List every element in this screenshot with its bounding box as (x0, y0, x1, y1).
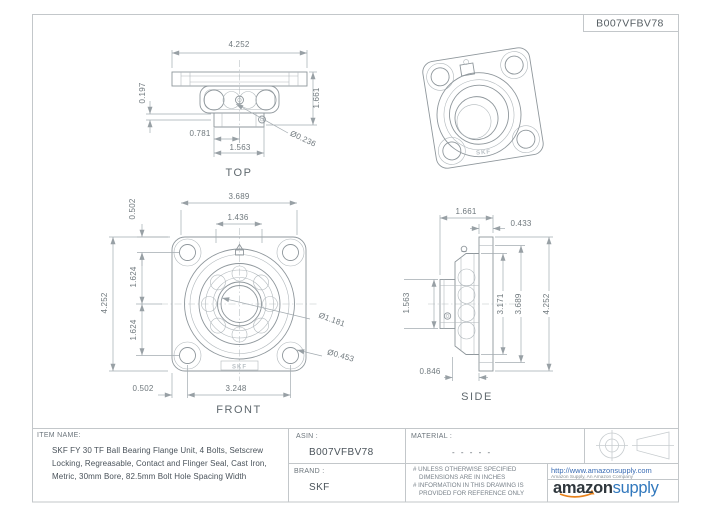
dim-side-plate: 0.433 (510, 219, 531, 228)
iso-brand-mark: SKF (476, 149, 491, 156)
title-block-grid (32, 428, 679, 502)
dim-side-collar: 1.563 (402, 292, 411, 313)
brand-label: BRAND : (294, 468, 325, 475)
side-view: 1.661 0.433 1.563 3.171 3.689 4.252 (402, 207, 553, 403)
top-dimensions: 4.252 1.661 0.197 0.781 1.563 Ø0.236 (138, 40, 321, 157)
brand-value: SKF (309, 482, 330, 493)
top-view: 4.252 1.661 0.197 0.781 1.563 Ø0.236 TOP (138, 40, 321, 179)
dim-front-body-width: 3.689 (228, 192, 249, 201)
note-dimensions: # UNLESS OTHERWISE SPECIFIED DIMENSIONS … (413, 466, 517, 481)
dim-front-bolt-lower: 1.624 (129, 319, 138, 340)
logo-supply-text: supply (612, 479, 659, 497)
dim-top-height: 1.661 (312, 87, 321, 108)
material-value: - - - - - (452, 448, 493, 457)
dim-side-housing: 3.171 (496, 293, 505, 314)
dim-front-corner-bottom: 0.502 (132, 384, 153, 393)
asin-label: ASIN : (296, 433, 319, 440)
amazon-smile-icon (559, 489, 595, 498)
top-view-label: TOP (226, 167, 253, 179)
amazonsupply-url[interactable]: http://www.amazonsupply.com (551, 466, 652, 475)
dim-top-collar-width: 1.563 (229, 143, 250, 152)
dim-top-width: 4.252 (228, 40, 249, 49)
dim-front-bore-dia: Ø1.181 (317, 311, 346, 329)
asin-value: B007VFBV78 (309, 447, 374, 458)
dim-front-hole-dia: Ø0.453 (326, 347, 355, 363)
front-dimensions: 3.689 1.436 0.502 1.624 1.624 4.252 0.50 (100, 192, 355, 398)
dim-side-body: 3.689 (514, 293, 523, 314)
front-view-label: FRONT (216, 404, 261, 416)
dim-front-boss-width: 1.436 (227, 213, 248, 222)
page-border (32, 14, 679, 503)
part-number-box: B007VFBV78 (583, 14, 679, 32)
dim-side-depth: 1.661 (455, 207, 476, 216)
dim-side-overall: 4.252 (542, 293, 551, 314)
front-brand-mark: SKF (232, 365, 247, 371)
dim-front-bolt-upper: 1.624 (129, 266, 138, 287)
dim-top-center-offset: 0.781 (189, 129, 210, 138)
dim-front-bolt-spacing: 3.248 (225, 384, 246, 393)
note-reference: # INFORMATION IN THIS DRAWING IS PROVIDE… (413, 482, 525, 497)
amazon-company-caption: Amazon Supply, An Amazon Company (551, 474, 634, 480)
dim-side-protrusion: 0.846 (419, 367, 440, 376)
side-view-label: SIDE (461, 391, 493, 403)
item-name-label: ITEM NAME: (37, 432, 81, 439)
isometric-view: SKF (422, 47, 544, 169)
dim-top-fitting-dia: Ø0.236 (289, 129, 318, 149)
dim-top-flange-thickness: 0.197 (138, 82, 147, 103)
item-name: SKF FY 30 TF Ball Bearing Flange Unit, 4… (52, 446, 267, 481)
side-dimensions: 1.661 0.433 1.563 3.171 3.689 4.252 (402, 207, 553, 381)
logo-amazon-text: amazon (553, 479, 613, 497)
amazonsupply-logo: amazonsupply (553, 479, 659, 498)
dim-front-corner-top: 0.502 (128, 198, 137, 219)
projection-symbol (596, 430, 674, 461)
material-label: MATERIAL : (411, 433, 453, 440)
front-view: SKF 3.689 1.436 0.502 1.624 1.624 (100, 192, 355, 416)
part-number: B007VFBV78 (596, 18, 664, 30)
dim-front-overall: 4.252 (100, 292, 109, 313)
